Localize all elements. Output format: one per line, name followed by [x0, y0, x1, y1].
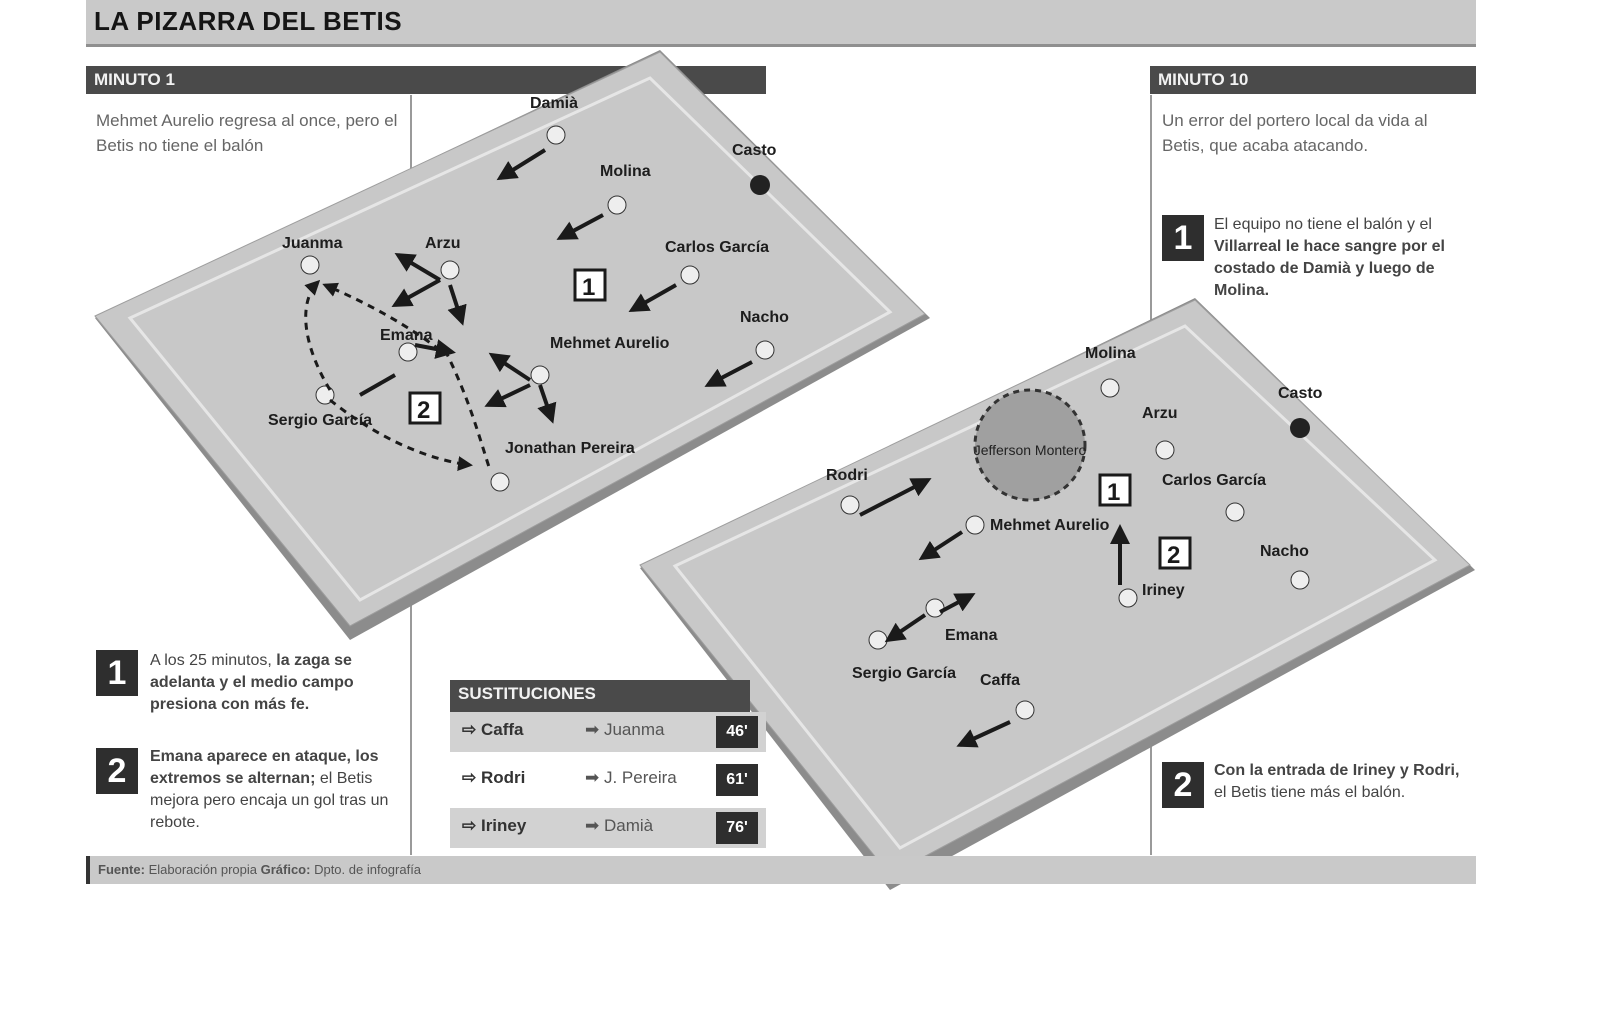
player-label: Emana — [945, 627, 998, 644]
field-1-lines — [127, 76, 893, 602]
footer-bar — [86, 856, 1476, 884]
sub-in-name: ⇨ Caffa — [462, 720, 524, 739]
player-label: Casto — [732, 142, 777, 159]
minute1-step2-a: Emana aparece en ataque, los extremos se… — [150, 748, 379, 787]
minute1-intro: Mehmet Aurelio regresa al once, pero el … — [96, 111, 398, 155]
minute10-step2-a: Con la entrada de Iriney y Rodri, — [1214, 762, 1460, 779]
field-1-marker-2-text: 2 — [417, 397, 430, 424]
player-label: Nacho — [740, 309, 789, 326]
header-bar — [86, 0, 1476, 44]
player-label: Carlos García — [665, 239, 769, 256]
minute1-step1: A los 25 minutos, la zaga se adelanta y … — [150, 650, 400, 716]
player-label: Molina — [1085, 345, 1136, 362]
player-label: Caffa — [980, 672, 1020, 689]
field-2-marker-2-text: 2 — [1167, 542, 1180, 569]
sub-in-name: ⇨ Rodri — [462, 768, 526, 787]
field-2-players: Molina Casto Arzu Rodri Carlos García Me… — [826, 345, 1323, 720]
minute1-step2-b: el Betis mejora pero encaja un gol tras … — [150, 770, 389, 831]
substitutions-label: SUSTITUCIONES — [458, 684, 596, 703]
sub-out-name: ➡ Damià — [585, 816, 654, 835]
footer-graphic: Dpto. de infografía — [314, 862, 422, 877]
player-label: Damià — [530, 95, 578, 112]
field-1-players: Damià Molina Casto Juanma Arzu Carlos Ga… — [268, 95, 789, 492]
minute1-label: MINUTO 1 — [94, 70, 175, 89]
player-label: Sergio García — [852, 665, 956, 682]
step1-number: 1 — [96, 650, 138, 696]
footer-graphic-label: Gráfico: — [260, 862, 311, 877]
player-label: Iriney — [1142, 582, 1185, 599]
player-label: Sergio García — [268, 412, 372, 429]
header-rule — [86, 44, 1476, 47]
minute10-label-bar: MINUTO 10 — [1150, 66, 1476, 94]
minute1-step2: Emana aparece en ataque, los extremos se… — [150, 746, 400, 834]
highlight-circle — [973, 388, 1087, 502]
substitution-row: ⇨ Caffa ➡ Juanma 46' — [450, 712, 766, 752]
player-label: Carlos García — [1162, 472, 1266, 489]
substitution-row: ⇨ Rodri ➡ J. Pereira 61' — [450, 760, 766, 800]
sub-minute: 76' — [716, 812, 758, 844]
player-label: Arzu — [425, 235, 461, 252]
footer-source: Elaboración propia — [148, 862, 257, 877]
highlight-label: Jefferson Montero — [974, 442, 1087, 458]
player-label: Mehmet Aurelio — [550, 335, 670, 352]
minute10-label: MINUTO 10 — [1158, 70, 1249, 89]
substitutions-header: SUSTITUCIONES — [450, 680, 750, 712]
minute10-intro: Un error del portero local da vida al Be… — [1162, 111, 1428, 155]
player-label: Emana — [380, 327, 433, 344]
sub-out-name: ➡ J. Pereira — [585, 768, 677, 787]
substitution-row: ⇨ Iriney ➡ Damià 76' — [450, 808, 766, 848]
footer-credits: Fuente: Elaboración propia Gráfico: Dpto… — [98, 862, 421, 877]
field-1-marker-1-text: 1 — [582, 274, 595, 301]
minute10-step1: El equipo no tiene el balón y el Villarr… — [1214, 214, 1464, 302]
sub-minute: 61' — [716, 764, 758, 796]
field-2-marker-1 — [1098, 473, 1132, 507]
player-label: Molina — [600, 163, 651, 180]
sub-minute: 46' — [716, 716, 758, 748]
player-label: Nacho — [1260, 543, 1309, 560]
minute10-step2: Con la entrada de Iriney y Rodri, el Bet… — [1214, 760, 1464, 804]
field-2-arrows — [859, 478, 1130, 748]
sub-out-name: ➡ Juanma — [585, 720, 665, 739]
player-label: Arzu — [1142, 405, 1178, 422]
field-2-marker-1-text: 1 — [1107, 479, 1120, 506]
minute1-step1-b: la zaga se adelanta y el medio campo pre… — [150, 652, 354, 713]
field-1-arrows — [391, 148, 753, 424]
field-1-pitch — [94, 51, 926, 627]
field-1-dashed-runs — [304, 279, 492, 471]
footer-source-label: Fuente: — [98, 862, 145, 877]
minute10-step1-a: El equipo no tiene el balón y el — [1214, 216, 1432, 233]
field-2-pitch — [639, 299, 1471, 876]
minute1-step1-a: A los 25 minutos, — [150, 652, 277, 669]
step1-number: 1 — [1162, 215, 1204, 261]
player-label: Juanma — [282, 235, 343, 252]
field-1-marker-1 — [573, 268, 607, 302]
page-title: LA PIZARRA DEL BETIS — [94, 6, 403, 36]
player-label: Jonathan Pereira — [505, 440, 635, 457]
field-2-marker-2 — [1158, 536, 1192, 570]
step2-number: 2 — [96, 748, 138, 794]
sub-in-name: ⇨ Iriney — [462, 816, 527, 835]
minute10-step1-b: Villarreal le hace sangre por el costado… — [1214, 238, 1445, 299]
minute10-step2-b: el Betis tiene más el balón. — [1214, 784, 1406, 801]
step2-number: 2 — [1162, 762, 1204, 808]
field-1-marker-2 — [408, 391, 442, 425]
player-label: Casto — [1278, 385, 1323, 402]
player-label: Rodri — [826, 467, 868, 484]
player-label: Mehmet Aurelio — [990, 517, 1110, 534]
